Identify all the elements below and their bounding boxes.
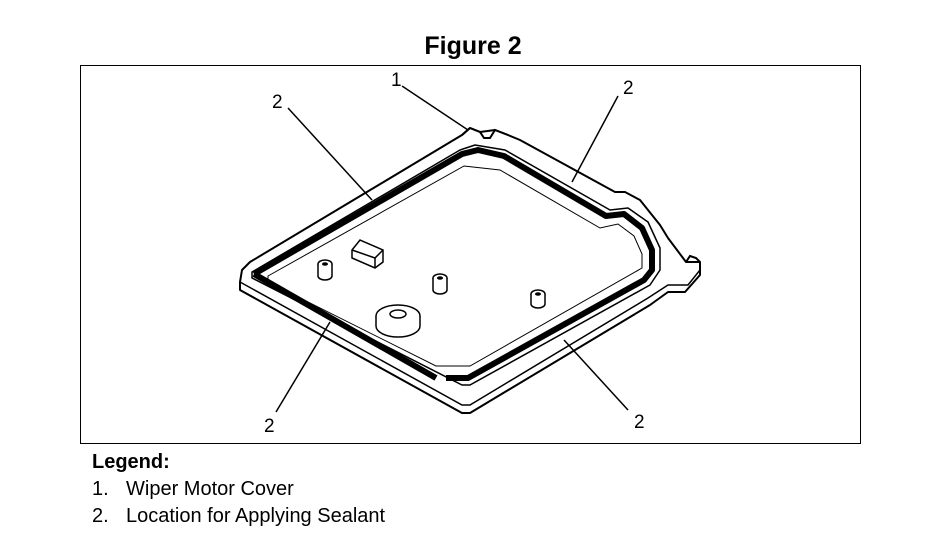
leader-line-2-top-left — [287, 107, 373, 201]
callout-label-2-top-right: 2 — [623, 78, 634, 99]
legend-item-number: 1. — [92, 478, 109, 500]
legend: Legend: 1. Wiper Motor Cover 2. Location… — [92, 449, 385, 530]
figure-title: Figure 2 — [424, 32, 522, 60]
figure-frame — [80, 65, 861, 444]
sealant-bead — [252, 147, 655, 381]
rectangular-boss — [351, 239, 384, 269]
round-boss — [375, 304, 421, 338]
leader-line-2-bottom-left — [275, 321, 331, 413]
legend-item-text: Location for Applying Sealant — [126, 505, 386, 527]
legend-item: 2. Location for Applying Sealant — [92, 503, 385, 530]
legend-item: 1. Wiper Motor Cover — [92, 476, 385, 503]
leader-line-2-top-right — [571, 95, 619, 183]
legend-title: Legend: — [92, 451, 170, 473]
callout-label-2-top-left: 2 — [272, 92, 283, 113]
callout-label-2-bottom-left: 2 — [264, 416, 275, 437]
leader-line-1 — [401, 85, 469, 131]
screw-boss-2 — [432, 273, 448, 295]
callout-label-2-bottom-right: 2 — [634, 412, 645, 433]
screw-boss-1 — [317, 259, 333, 281]
callout-label-1: 1 — [391, 70, 402, 91]
cover-right-notch — [685, 254, 701, 263]
screw-boss-3 — [530, 289, 546, 309]
leader-line-2-bottom-right — [563, 339, 629, 411]
legend-item-text: Wiper Motor Cover — [126, 478, 294, 500]
cover-top-notch — [461, 126, 509, 139]
legend-item-number: 2. — [92, 505, 109, 527]
cover-floor-edge — [267, 165, 643, 367]
cover-flange-edge — [239, 269, 701, 406]
sealant-bead-start — [252, 271, 438, 381]
